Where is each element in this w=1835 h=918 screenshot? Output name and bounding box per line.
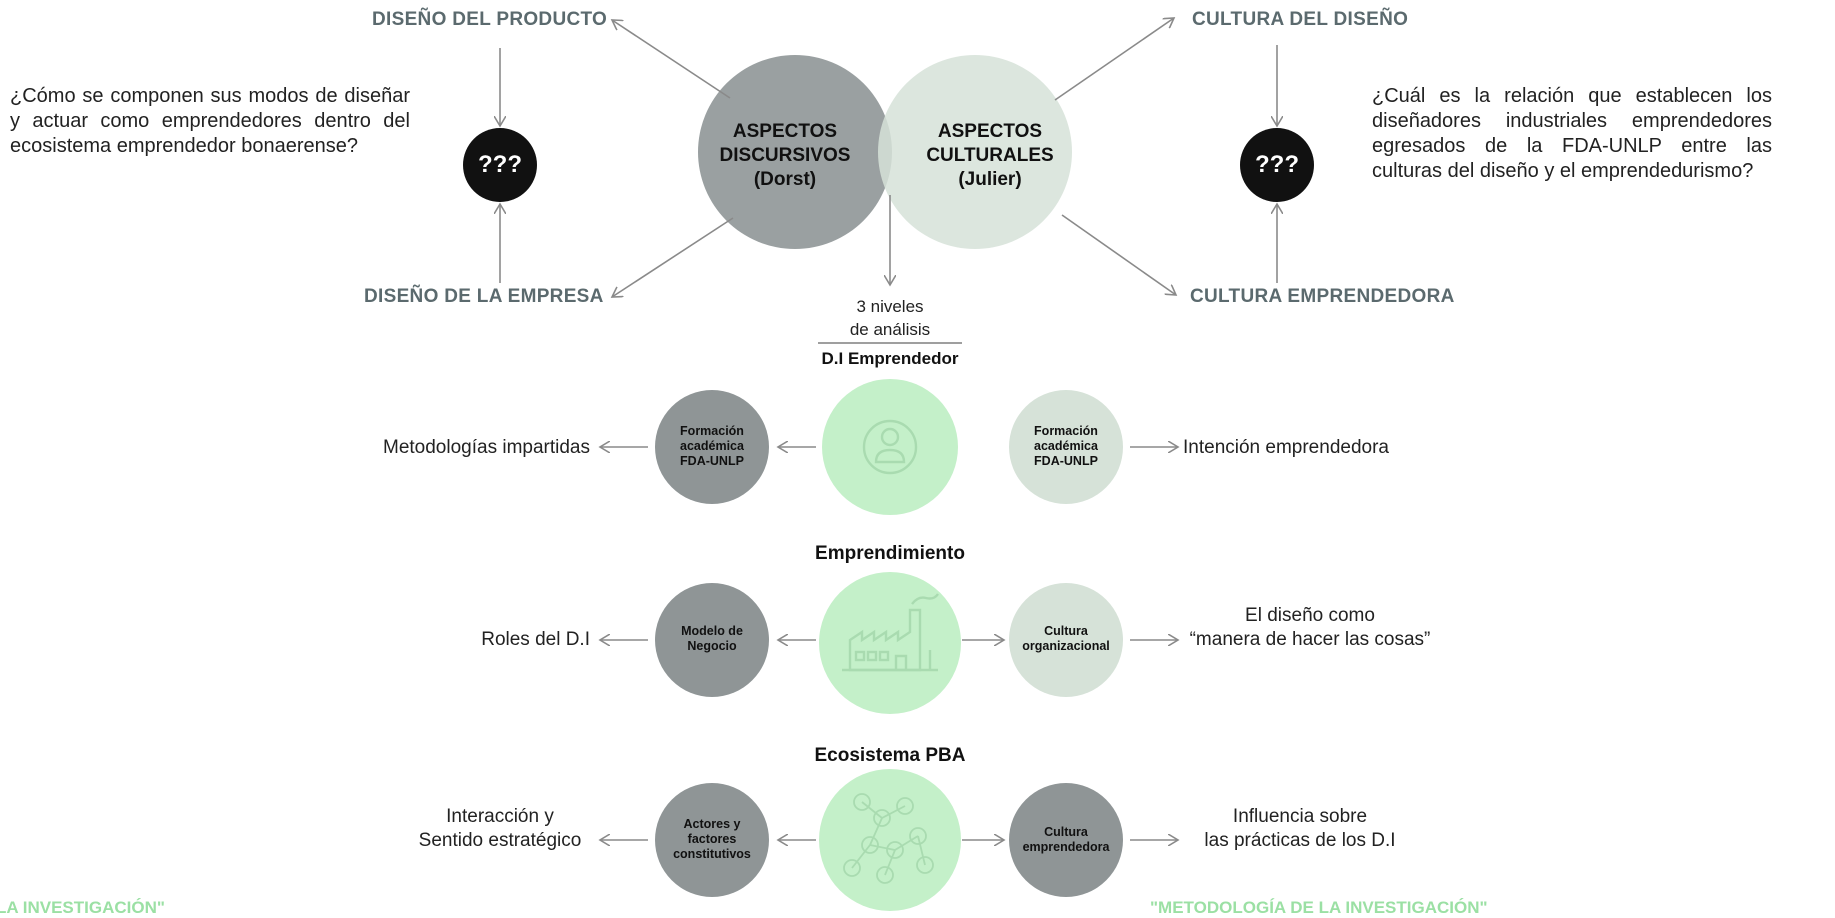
row1-left-text: Metodologías impartidas bbox=[383, 437, 590, 458]
levels-line1: 3 niveles bbox=[856, 297, 924, 316]
row3-right-circle-text: Cultura emprendedora bbox=[1009, 825, 1123, 855]
row3-left-line1: Actores y bbox=[683, 817, 741, 831]
row3-right-line2: emprendedora bbox=[1022, 840, 1110, 854]
cultural-line1: ASPECTOS bbox=[937, 121, 1043, 142]
row1-right-line3: FDA-UNLP bbox=[1034, 454, 1098, 468]
row2-right-line1: Cultura bbox=[1044, 624, 1088, 638]
row3-right-line-b: las prácticas de los D.I bbox=[1204, 830, 1396, 851]
row1-right-circle-text: Formación académica FDA-UNLP bbox=[1009, 424, 1123, 469]
row1-left-line1: Formación bbox=[680, 424, 744, 438]
discursive-line3: (Dorst) bbox=[753, 169, 817, 190]
unknown-marker-right-circle bbox=[1240, 128, 1314, 202]
question-left: ¿Cómo se componen sus modos de diseñar y… bbox=[10, 85, 410, 157]
footer-left: LA INVESTIGACIÓN" bbox=[0, 898, 165, 917]
cultural-line2: CULTURALES bbox=[926, 145, 1054, 166]
discursive-line2: DISCURSIVOS bbox=[719, 145, 851, 166]
row2-left-line2: Negocio bbox=[687, 639, 737, 653]
cultural-line3: (Julier) bbox=[958, 169, 1022, 190]
arrow-to-cultura-diseno bbox=[1054, 18, 1174, 101]
discursive-circle bbox=[698, 55, 892, 249]
footer-right: "METODOLOGÍA DE LA INVESTIGACIÓN" bbox=[1150, 898, 1488, 917]
cultural-circle bbox=[878, 55, 1072, 249]
row1-right-text: Intención emprendedora bbox=[1183, 437, 1389, 458]
row3-left-line2: factores bbox=[687, 832, 737, 846]
network-icon bbox=[843, 793, 934, 884]
arrow-to-cultura-emprendedora bbox=[1061, 214, 1176, 295]
row2-right-line-a: El diseño como bbox=[1245, 605, 1375, 626]
row2-right-line2: organizacional bbox=[1022, 639, 1110, 653]
row3-right-circle bbox=[1009, 783, 1123, 897]
row3-left-line-a: Interacción y bbox=[446, 806, 554, 827]
row2-title: Emprendimiento bbox=[815, 543, 965, 564]
row3-center-circle bbox=[819, 769, 961, 911]
label-diseno-empresa: DISEÑO DE LA EMPRESA bbox=[364, 286, 604, 307]
row1-left-line2: académica bbox=[680, 439, 744, 453]
discursive-circle-text: ASPECTOS DISCURSIVOS (Dorst) bbox=[700, 120, 870, 192]
row3-left-circle bbox=[655, 783, 769, 897]
row2-right-circle-text: Cultura organizacional bbox=[1009, 624, 1123, 654]
cultural-circle-text: ASPECTOS CULTURALES (Julier) bbox=[905, 120, 1075, 192]
label-cultura-diseno: CULTURA DEL DISEÑO bbox=[1192, 9, 1409, 30]
unknown-marker-left: ??? bbox=[478, 151, 522, 178]
row1-right-line2: académica bbox=[1034, 439, 1098, 453]
row3-left-text: Interacción y Sentido estratégico bbox=[400, 805, 600, 853]
row1-title: D.I Emprendedor bbox=[821, 349, 959, 368]
discursive-line1: ASPECTOS bbox=[732, 121, 838, 142]
row2-left-circle-text: Modelo de Negocio bbox=[655, 624, 769, 654]
row2-left-circle bbox=[655, 583, 769, 697]
row2-right-circle bbox=[1009, 583, 1123, 697]
unknown-marker-right: ??? bbox=[1255, 151, 1299, 178]
row2-center-circle bbox=[819, 572, 961, 714]
row2-right-line-b: “manera de hacer las cosas” bbox=[1189, 629, 1431, 650]
row3-right-line1: Cultura bbox=[1044, 825, 1088, 839]
row1-left-circle-text: Formación académica FDA-UNLP bbox=[655, 424, 769, 469]
row1-left-line3: FDA-UNLP bbox=[680, 454, 744, 468]
row3-left-line3: constitutivos bbox=[673, 847, 751, 861]
question-right: ¿Cuál es la relación que establecen los … bbox=[1372, 85, 1772, 182]
row1-left-circle bbox=[655, 390, 769, 504]
row3-right-text: Influencia sobre las prácticas de los D.… bbox=[1180, 805, 1420, 853]
label-cultura-emprendedora: CULTURA EMPRENDEDORA bbox=[1190, 286, 1455, 307]
arrow-to-diseno-producto bbox=[612, 20, 731, 99]
row2-left-text: Roles del D.I bbox=[481, 629, 590, 650]
row1-right-line1: Formación bbox=[1034, 424, 1098, 438]
unknown-marker-left-circle bbox=[463, 128, 537, 202]
row2-right-text: El diseño como “manera de hacer las cosa… bbox=[1175, 604, 1445, 652]
row3-left-line-b: Sentido estratégico bbox=[418, 830, 582, 851]
row3-title: Ecosistema PBA bbox=[814, 745, 966, 766]
person-icon bbox=[862, 419, 918, 475]
row1-right-circle bbox=[1009, 390, 1123, 504]
row1-center-circle bbox=[822, 379, 958, 515]
factory-icon bbox=[842, 593, 939, 672]
row3-right-line-a: Influencia sobre bbox=[1232, 806, 1368, 827]
levels-line2: de análisis bbox=[849, 320, 931, 339]
label-diseno-producto: DISEÑO DEL PRODUCTO bbox=[372, 9, 608, 30]
row2-left-line1: Modelo de bbox=[681, 624, 743, 638]
row3-left-circle-text: Actores y factores constitutivos bbox=[655, 817, 769, 862]
arrow-to-diseno-empresa bbox=[612, 217, 734, 297]
